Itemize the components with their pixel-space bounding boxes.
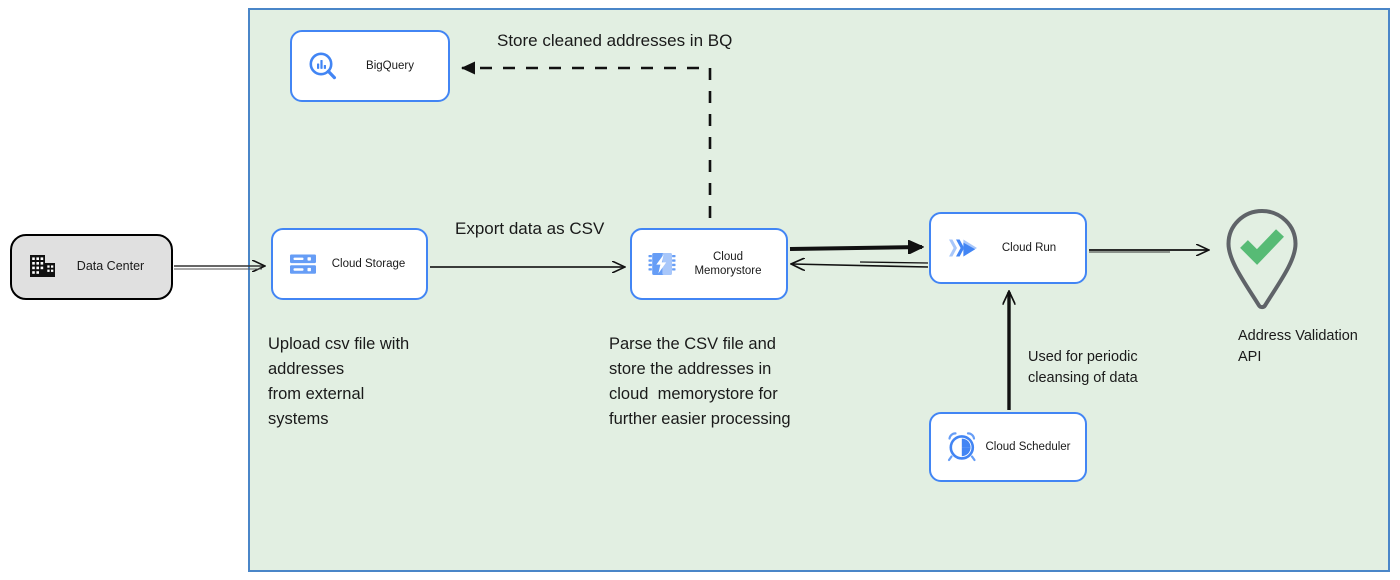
node-data-center[interactable]: Data Center — [10, 234, 173, 300]
node-cloud-scheduler[interactable]: Cloud Scheduler — [929, 412, 1087, 482]
node-label-cloud-scheduler: Cloud Scheduler — [985, 440, 1071, 453]
node-address-validation-api[interactable] — [1214, 205, 1310, 315]
cloud-run-icon — [945, 232, 981, 264]
node-label-data-center: Data Center — [76, 259, 145, 274]
cloud-boundary-group — [248, 8, 1390, 572]
caption-parse-csv: Parse the CSV file and store the address… — [609, 335, 791, 428]
node-label-bigquery: BigQuery — [366, 59, 414, 72]
edge-cloudrun-to-validation — [1089, 250, 1208, 252]
node-cloud-memorystore[interactable]: Cloud Memorystore — [630, 228, 788, 300]
node-label-address-validation-api: Address Validation API — [1238, 328, 1358, 365]
node-label-cloud-storage: Cloud Storage — [331, 257, 406, 270]
memorystore-chip-icon — [646, 248, 678, 280]
node-cloud-storage[interactable]: Cloud Storage — [271, 228, 428, 300]
building-icon — [28, 252, 58, 282]
edge-label-store-in-bq: Store cleaned addresses in BQ — [497, 31, 733, 50]
cloud-storage-icon — [287, 248, 319, 280]
node-label-cloud-run: Cloud Run — [1001, 241, 1057, 254]
edge-datacenter-to-storage — [174, 266, 264, 269]
edge-cloudrun-to-bigquery — [461, 61, 712, 218]
map-pin-check-icon — [1214, 208, 1310, 319]
edge-memorystore-to-cloudrun — [789, 247, 922, 249]
caption-periodic-cleansing: Used for periodic cleansing of data — [1028, 349, 1138, 386]
node-bigquery[interactable]: BigQuery — [290, 30, 450, 102]
caption-upload-csv: Upload csv file with addresses from exte… — [268, 335, 410, 428]
edge-label-export-csv: Export data as CSV — [455, 219, 605, 238]
alarm-clock-icon — [945, 431, 979, 463]
edge-cloudrun-to-memorystore — [792, 262, 929, 267]
node-cloud-run[interactable]: Cloud Run — [929, 212, 1087, 284]
bigquery-icon — [306, 49, 340, 83]
node-label-cloud-memorystore: Cloud Memorystore — [694, 250, 762, 277]
